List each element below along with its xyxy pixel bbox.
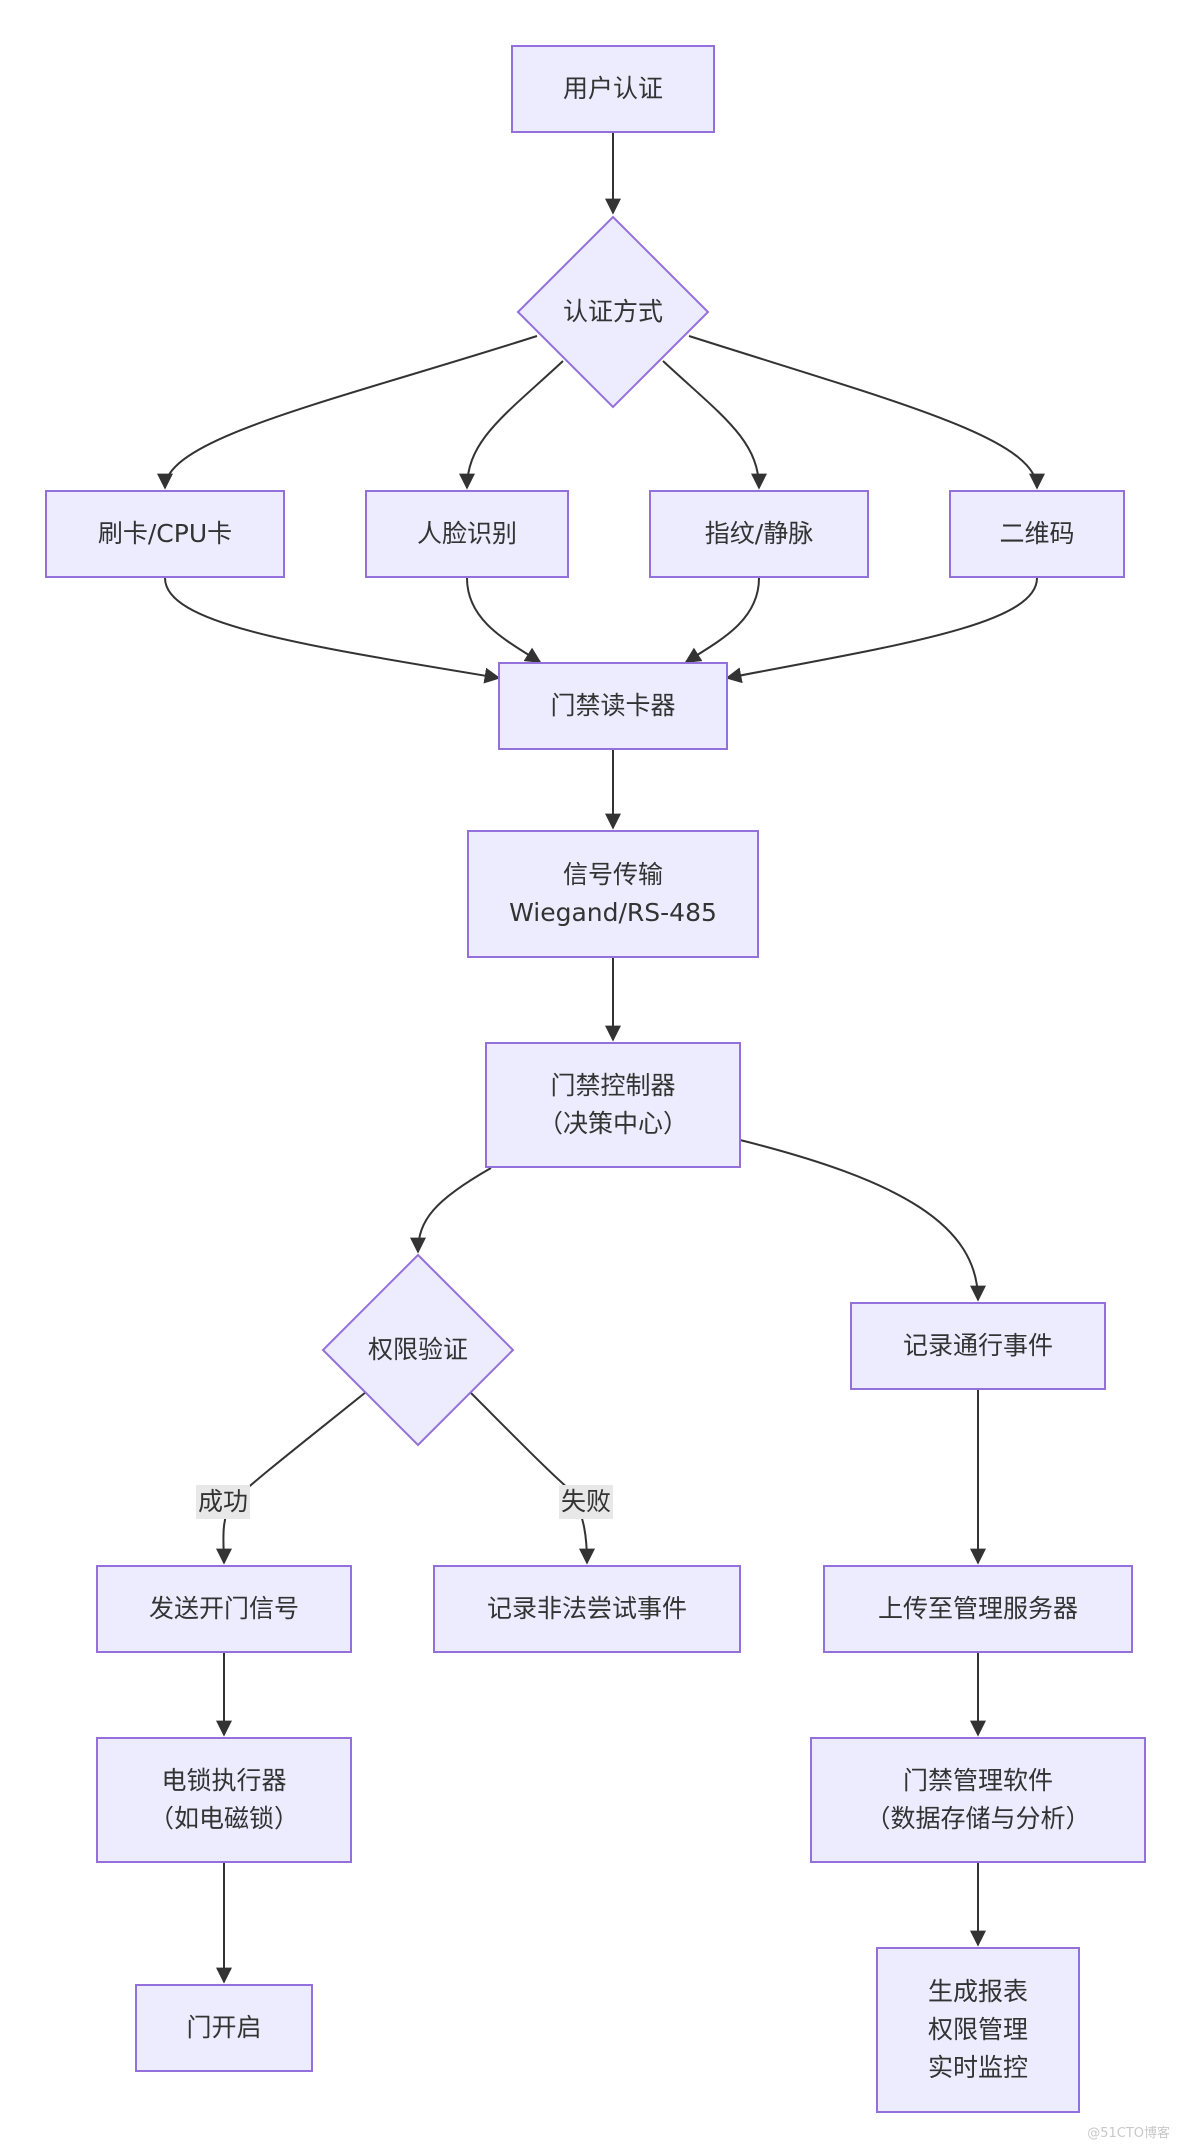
node-permission-label: 权限验证 xyxy=(367,1335,468,1364)
node-finger-label: 指纹/静脉 xyxy=(704,519,814,548)
node-report-line-2: 权限管理 xyxy=(927,2015,1028,2044)
node-report-line-1: 生成报表 xyxy=(927,1977,1028,2006)
edge-controller-to-permission xyxy=(410,1167,492,1254)
node-auth-method-label: 认证方式 xyxy=(562,297,663,326)
node-lock-line-1: 电锁执行器 xyxy=(161,1766,287,1795)
node-qrcode-label: 二维码 xyxy=(999,519,1075,548)
edge-card-to-reader xyxy=(164,577,501,684)
node-record-pass: 记录通行事件 xyxy=(850,1302,1106,1390)
node-controller: 门禁控制器 （决策中心） xyxy=(485,1042,741,1168)
edge-label-success: 成功 xyxy=(196,1485,251,1519)
node-signal-line-2: Wiegand/RS-485 xyxy=(509,898,717,927)
node-record-pass-label: 记录通行事件 xyxy=(902,1331,1053,1360)
node-user-auth-label: 用户认证 xyxy=(562,74,663,103)
node-card: 刷卡/CPU卡 xyxy=(45,490,285,578)
node-lock-line-2: （如电磁锁） xyxy=(148,1804,299,1833)
node-auth-method-diamond xyxy=(516,215,710,409)
node-signal: 信号传输 Wiegand/RS-485 xyxy=(467,830,759,958)
node-report-line-3: 实时监控 xyxy=(927,2053,1028,2082)
edge-method-to-finger xyxy=(662,360,767,490)
node-lock: 电锁执行器 （如电磁锁） xyxy=(96,1737,352,1863)
node-card-label: 刷卡/CPU卡 xyxy=(97,519,233,548)
edge-method-to-card xyxy=(157,335,538,490)
node-user-auth: 用户认证 xyxy=(511,45,715,133)
watermark: @51CTO博客 xyxy=(1087,2126,1170,2141)
node-qrcode: 二维码 xyxy=(949,490,1125,578)
edge-qrcode-to-reader xyxy=(725,577,1038,684)
node-software: 门禁管理软件 （数据存储与分析） xyxy=(810,1737,1146,1863)
node-software-line-2: （数据存储与分析） xyxy=(865,1804,1091,1833)
edge-label-fail: 失败 xyxy=(559,1485,614,1519)
node-door-open-label: 门开启 xyxy=(186,2013,262,2042)
node-permission-diamond xyxy=(321,1253,515,1447)
node-report: 生成报表 权限管理 实时监控 xyxy=(876,1947,1080,2113)
node-upload-label: 上传至管理服务器 xyxy=(877,1594,1078,1623)
node-reader: 门禁读卡器 xyxy=(498,662,728,750)
edge-face-to-reader xyxy=(466,577,542,663)
edge-controller-to-record xyxy=(739,1139,986,1302)
edge-method-to-face xyxy=(459,360,564,490)
node-signal-line-1: 信号传输 xyxy=(562,860,663,889)
node-face: 人脸识别 xyxy=(365,490,569,578)
edge-method-to-qrcode xyxy=(688,335,1045,490)
node-finger: 指纹/静脉 xyxy=(649,490,869,578)
node-record-illegal: 记录非法尝试事件 xyxy=(433,1565,741,1653)
node-controller-line-2: （决策中心） xyxy=(537,1109,688,1138)
node-record-illegal-label: 记录非法尝试事件 xyxy=(486,1594,687,1623)
node-upload: 上传至管理服务器 xyxy=(823,1565,1133,1653)
node-face-label: 人脸识别 xyxy=(416,519,517,548)
node-software-line-1: 门禁管理软件 xyxy=(902,1766,1053,1795)
node-send-open-label: 发送开门信号 xyxy=(148,1594,299,1623)
node-reader-label: 门禁读卡器 xyxy=(550,691,676,720)
node-door-open: 门开启 xyxy=(135,1984,313,2072)
edge-finger-to-reader xyxy=(684,577,760,663)
node-send-open: 发送开门信号 xyxy=(96,1565,352,1653)
node-controller-line-1: 门禁控制器 xyxy=(550,1071,676,1100)
